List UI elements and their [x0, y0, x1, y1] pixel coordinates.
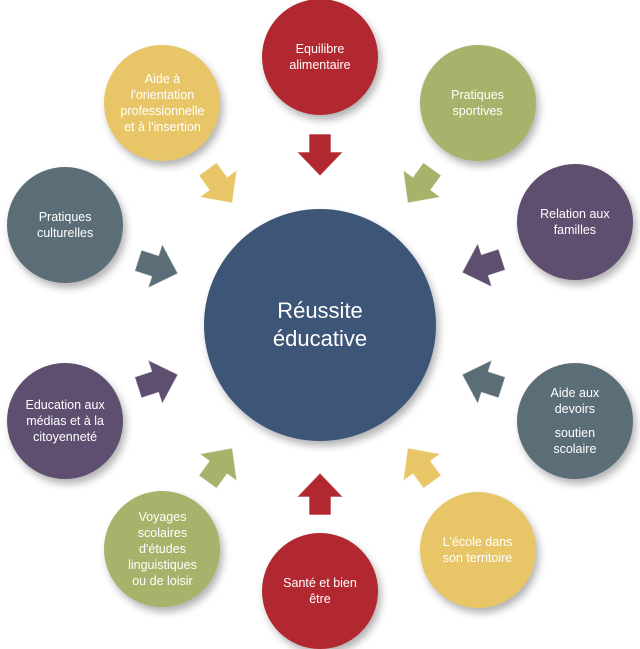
satellite-label-line: Pratiques [451, 88, 504, 103]
satellite-label-line: devoirs [554, 401, 596, 416]
satellite-label-line: médias et à la [26, 413, 105, 428]
satellite-label-line: Voyages [138, 509, 187, 524]
satellite-label-line: Aide à [144, 72, 181, 87]
arrow-icon [450, 350, 513, 413]
satellite-sante-et-bien-etre: Santé et bien être [262, 533, 378, 649]
center-label-line: Réussite [277, 298, 363, 323]
satellite-label-line: Santé et bien [283, 576, 357, 590]
center-label-line: éducative [272, 326, 368, 351]
arrow-icon [450, 235, 513, 298]
satellite-label-line: culturelles [36, 226, 94, 241]
satellite-label-line: linguistiques [128, 557, 197, 572]
satellite-label-line: Education aux [25, 397, 105, 412]
arrow-icon [385, 151, 455, 221]
satellite-label-line: scolaires [137, 525, 188, 540]
arrow-icon [127, 350, 190, 413]
satellite-label-line: professionnelle [120, 104, 205, 119]
satellite-label-line: sportives [452, 104, 503, 119]
satellite-equilibre-alimentaire: Equilibre alimentaire [262, 0, 378, 115]
center-circle-reussite-educative: Réussite éducative [204, 209, 436, 441]
arrow-icon [185, 430, 255, 500]
satellite-label-line: citoyenneté [33, 429, 98, 444]
satellite-label-line: Pratiques [38, 210, 92, 225]
satellite-label-line: soutien [554, 425, 596, 440]
satellite-label-line: Relation aux [540, 207, 610, 222]
satellite-label-line: l'orientation [130, 88, 195, 103]
satellite-label-line: familles [553, 223, 597, 238]
satellite-label-line: ou de loisir [132, 573, 193, 588]
arrow-icon [185, 151, 255, 221]
satellite-label-line: d'études [139, 541, 186, 556]
satellite-label-line: son territoire [442, 550, 513, 565]
satellite-label-line: L'école dans [442, 534, 513, 549]
satellite-label-line: Equilibre [295, 42, 345, 56]
satellite-label-line: être [309, 592, 331, 606]
satellite-label-line: et à l'insertion [124, 120, 201, 135]
arrow-icon [295, 130, 345, 180]
arrow-icon [127, 236, 190, 299]
arrow-icon [385, 430, 455, 500]
satellite-label-line: scolaire [553, 441, 597, 456]
arrow-icon [295, 469, 345, 519]
satellite-label-line: alimentaire [289, 58, 351, 72]
satellite-label-line: Aide aux [550, 385, 600, 400]
